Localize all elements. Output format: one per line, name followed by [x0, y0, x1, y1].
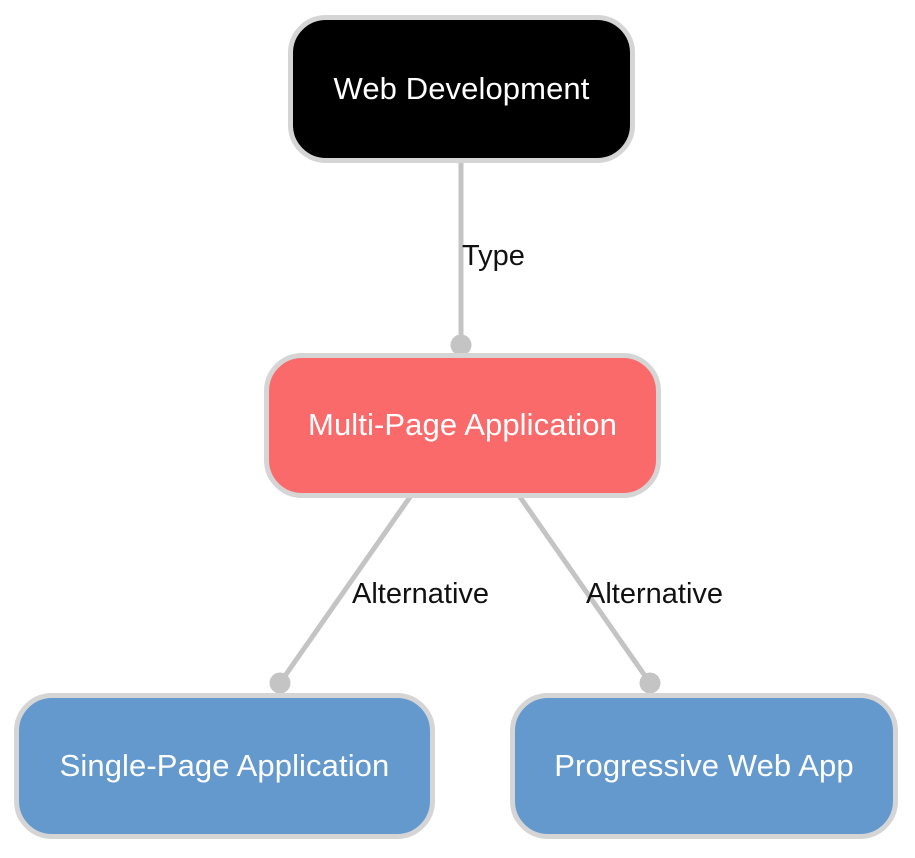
edge-label-alternative-left: Alternative	[352, 578, 490, 610]
edge-endpoint-alternative-right	[639, 672, 661, 694]
edge-line-alternative-right	[517, 494, 653, 686]
node-web-development[interactable]: Web Development	[288, 15, 635, 163]
edge-endpoint-alternative-left	[269, 672, 291, 694]
node-single-page-application[interactable]: Single-Page Application	[14, 693, 435, 839]
edge-label-alternative-right: Alternative	[586, 578, 724, 610]
edge-line-alternative-left	[277, 494, 413, 686]
node-label-single-page-application: Single-Page Application	[59, 747, 390, 783]
node-label-progressive-web-app: Progressive Web App	[554, 747, 854, 783]
node-progressive-web-app[interactable]: Progressive Web App	[510, 693, 898, 839]
node-label-web-development: Web Development	[333, 70, 590, 106]
edge-endpoint-type	[450, 334, 472, 356]
node-label-multi-page-application: Multi-Page Application	[308, 407, 617, 443]
edge-label-type: Type	[462, 240, 525, 272]
node-multi-page-application[interactable]: Multi-Page Application	[264, 353, 661, 498]
